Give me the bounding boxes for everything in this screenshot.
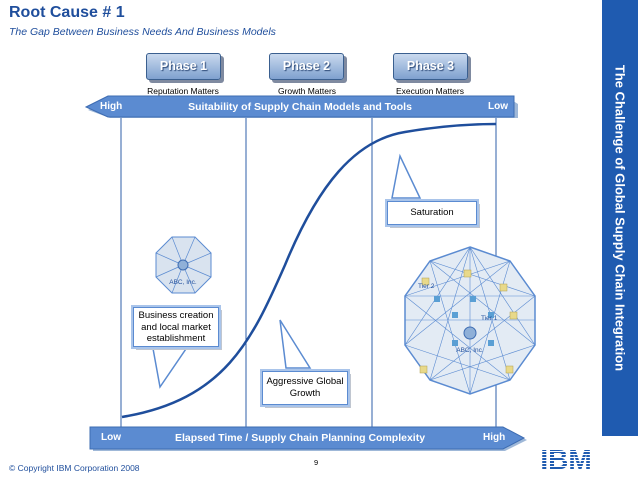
aggressive-pointer	[279, 319, 312, 369]
bottom-axis-right-label: High	[483, 432, 506, 443]
phase-3-box: Phase 3	[393, 53, 468, 80]
phase-1-caption: Reputation Matters	[147, 86, 219, 96]
phase-2-box: Phase 2	[269, 53, 344, 80]
slide-title: Root Cause # 1	[9, 4, 125, 21]
s-curve	[121, 122, 497, 419]
top-axis-right-label: Low	[488, 101, 508, 112]
top-arrow	[84, 95, 515, 118]
small-network-label: ABC, Inc.	[169, 279, 197, 286]
side-banner-text: The Challenge of Global Supply Chain Int…	[612, 64, 628, 372]
business-creation-callout: Business creation and local market estab…	[131, 305, 221, 349]
large-network-graphic: Tier 2 Tier 1 ABC, Inc.	[404, 246, 536, 396]
bottom-axis-left-label: Low	[101, 432, 121, 443]
side-banner	[602, 0, 638, 436]
copyright-notice: © Copyright IBM Corporation 2008	[9, 463, 140, 473]
large-network-tier2: Tier 2	[418, 283, 435, 290]
large-network-tier1: Tier 1	[481, 315, 498, 322]
phase-1-box: Phase 1	[146, 53, 221, 80]
slide-subtitle: The Gap Between Business Needs And Busin…	[9, 26, 276, 38]
top-axis-title: Suitability of Supply Chain Models and T…	[188, 101, 412, 113]
ibm-logo: IBM	[536, 443, 596, 478]
ibm-logo-text: IBM	[540, 444, 591, 473]
saturation-callout: Saturation	[385, 199, 479, 227]
aggressive-growth-callout: Aggressive Global Growth	[260, 369, 350, 407]
page-number: 9	[314, 458, 319, 467]
business-pointer	[151, 342, 192, 389]
phase-2-caption: Growth Matters	[277, 86, 337, 96]
bottom-arrow	[89, 426, 526, 450]
top-axis-left-label: High	[100, 101, 123, 112]
diagram-canvas: ABC, Inc. Tier 2 Tier 1 ABC, Inc.	[84, 95, 536, 451]
phase-3-caption: Execution Matters	[395, 86, 465, 96]
large-network-label: ABC, Inc.	[456, 347, 484, 354]
small-network-graphic: ABC, Inc.	[155, 236, 212, 294]
bottom-axis-title: Elapsed Time / Supply Chain Planning Com…	[174, 432, 426, 444]
saturation-pointer	[391, 153, 422, 199]
